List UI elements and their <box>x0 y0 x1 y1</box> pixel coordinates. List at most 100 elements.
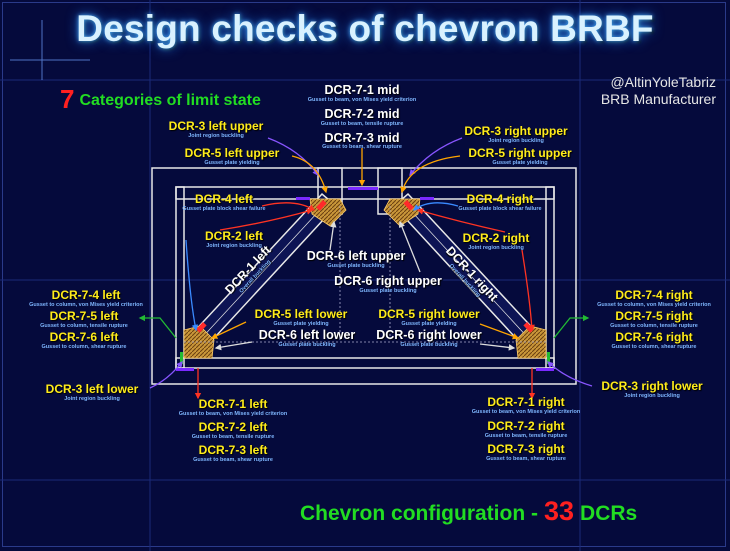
categories-count: 7 <box>60 84 75 114</box>
right-column <box>545 186 555 369</box>
sub-dcr5-right-lower: Gusset plate yielding <box>401 321 457 327</box>
sub-dcr7-6-left: Gusset to column, shear rupture <box>41 344 127 350</box>
arrow-dcr6-right-upper <box>398 220 421 273</box>
sub-dcr6-left-lower: Gusset plate buckling <box>278 342 336 348</box>
arrow-dcr7-left-column <box>138 314 177 339</box>
arrow-dcr3-right-lower <box>547 361 593 387</box>
arrow-dcr7-right-column <box>553 314 590 339</box>
label-dcr7-5-left: DCR-7-5 left <box>49 309 119 323</box>
sub-dcr6-right-upper: Gusset plate buckling <box>359 288 417 294</box>
label-dcr5-right-lower: DCR-5 right lower <box>378 307 480 321</box>
sub-dcr7-3-mid: Gusset to beam, shear rupture <box>322 144 402 150</box>
label-dcr7-6-left: DCR-7-6 left <box>49 330 119 344</box>
sub-dcr7-4-right: Gusset to column, von Mises yield criter… <box>597 302 711 308</box>
label-dcr3-right-lower: DCR-3 right lower <box>601 379 703 393</box>
arrow-dcr5-left-lower <box>210 321 247 339</box>
footer-count: 33 <box>544 496 575 526</box>
sub-dcr4-right: Gusset plate block shear failure <box>458 206 542 212</box>
label-dcr2-right: DCR-2 right <box>462 231 530 245</box>
arrow-dcr4-right <box>412 202 459 211</box>
label-dcr7-4-right: DCR-7-4 right <box>615 288 693 302</box>
label-dcr4-left: DCR-4 left <box>194 192 254 206</box>
sub-dcr7-5-right: Gusset to column, tensile rupture <box>610 323 698 329</box>
sub-dcr4-left: Gusset plate block shear failure <box>182 206 266 212</box>
frame-outline <box>151 167 577 385</box>
arrows <box>138 137 593 400</box>
sub-dcr7-6-right: Gusset to column, shear rupture <box>611 344 697 350</box>
arrow-dcr3-right-upper <box>409 137 463 177</box>
sub-dcr2-right: Joint region buckling <box>468 245 524 251</box>
joint-marks <box>176 187 554 371</box>
label-dcr7-3-mid: DCR-7-3 mid <box>324 131 400 145</box>
label-dcr7-5-right: DCR-7-5 right <box>615 309 693 323</box>
sub-dcr7-3-left: Gusset to beam, shear rupture <box>193 457 273 463</box>
sub-dcr3-left-upper: Joint region buckling <box>188 133 244 139</box>
arrow-dcr5-right-lower <box>479 323 520 340</box>
sub-dcr7-5-left: Gusset to column, tensile rupture <box>40 323 128 329</box>
glare <box>10 20 90 80</box>
brand-handle: @AltinYoleTabriz <box>610 74 716 90</box>
footer-prefix: Chevron configuration - <box>300 502 538 525</box>
sub-dcr2-left: Joint region buckling <box>206 243 262 249</box>
sub-dcr6-right-lower: Gusset plate buckling <box>400 342 458 348</box>
sub-dcr5-left-upper: Gusset plate yielding <box>204 160 260 166</box>
arrow-dcr2-left <box>219 208 314 231</box>
categories-text: Categories of limit state <box>79 92 261 109</box>
label-dcr7-2-mid: DCR-7-2 mid <box>324 107 400 121</box>
label-dcr6-left-lower: DCR-6 left lower <box>258 328 356 342</box>
sub-dcr7-1-right: Gusset to beam, von Mises yield criterio… <box>471 409 581 415</box>
arrow-dcr3-left-upper <box>267 137 319 177</box>
label-dcr3-left-upper: DCR-3 left upper <box>168 119 264 133</box>
arrow-dcr3-left-lower <box>149 360 183 389</box>
sub-dcr7-2-mid: Gusset to beam, tensile rupture <box>320 121 404 127</box>
sub-dcr6-left-upper: Gusset plate buckling <box>327 263 385 269</box>
arrow-dcr5-right-upper <box>400 155 461 194</box>
label-dcr7-1-left: DCR-7-1 left <box>198 397 268 411</box>
sub-dcr3-right-lower: Joint region buckling <box>624 393 680 399</box>
sub-dcr7-3-right: Gusset to beam, shear rupture <box>486 456 566 462</box>
label-dcr7-2-right: DCR-7-2 right <box>487 419 565 433</box>
arrow-dcr6-left-lower <box>214 341 253 351</box>
sub-dcr5-right-upper: Gusset plate yielding <box>492 160 548 166</box>
label-dcr3-right-upper: DCR-3 right upper <box>464 124 568 138</box>
brand-subtitle: BRB Manufacturer <box>600 91 716 107</box>
label-dcr6-right-upper: DCR-6 right upper <box>334 274 442 288</box>
sub-dcr3-right-upper: Joint region buckling <box>488 138 544 144</box>
label-dcr2-left: DCR-2 left <box>204 229 264 243</box>
sub-dcr7-2-left: Gusset to beam, tensile rupture <box>191 434 275 440</box>
sub-dcr7-1-left: Gusset to beam, von Mises yield criterio… <box>178 411 288 417</box>
label-dcr7-4-left: DCR-7-4 left <box>51 288 121 302</box>
page-title: Design checks of chevron BRBF <box>76 8 654 49</box>
sub-dcr7-2-right: Gusset to beam, tensile rupture <box>484 433 568 439</box>
arrow-dcr2-right-lower <box>521 249 535 332</box>
arrow-dcr2-right <box>416 208 506 233</box>
footer-suffix: DCRs <box>580 502 638 525</box>
bottom-beam <box>175 357 555 369</box>
arrow-dcr6-right-lower <box>479 343 516 351</box>
arrow-dcr5-left-upper <box>291 155 328 194</box>
arrow-dcr2-left-lower <box>185 239 199 332</box>
label-dcr7-3-right: DCR-7-3 right <box>487 442 565 456</box>
brand-block: @AltinYoleTabriz BRB Manufacturer <box>601 74 716 108</box>
arrow-dcr4-left <box>261 202 316 211</box>
label-dcr6-left-upper: DCR-6 left upper <box>306 249 406 263</box>
label-dcr7-3-left: DCR-7-3 left <box>198 443 268 457</box>
sub-dcr5-left-lower: Gusset plate yielding <box>273 321 329 327</box>
arrow-dcr6-left-upper <box>329 220 337 251</box>
label-dcr5-left-lower: DCR-5 left lower <box>254 307 348 321</box>
label-dcr7-2-left: DCR-7-2 left <box>198 420 268 434</box>
sub-dcr7-4-left: Gusset to column, von Mises yield criter… <box>29 302 143 308</box>
label-dcr5-left-upper: DCR-5 left upper <box>184 146 280 160</box>
label-dcr7-1-right: DCR-7-1 right <box>487 395 565 409</box>
sub-dcr3-left-lower: Joint region buckling <box>64 396 120 402</box>
label-dcr5-right-upper: DCR-5 right upper <box>468 146 572 160</box>
label-dcr7-6-right: DCR-7-6 right <box>615 330 693 344</box>
left-column <box>175 186 185 369</box>
label-dcr7-1-mid: DCR-7-1 mid <box>324 83 400 97</box>
label-dcr4-right: DCR-4 right <box>466 192 534 206</box>
